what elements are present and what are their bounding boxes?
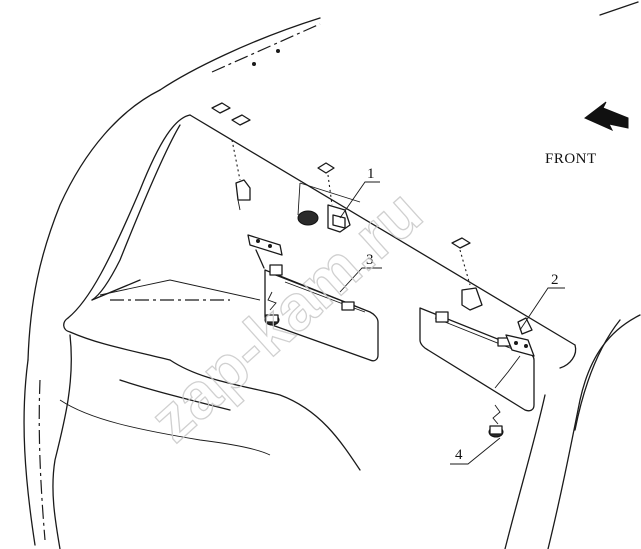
right-pillar bbox=[504, 314, 641, 549]
left-hinge-bracket bbox=[247, 234, 283, 269]
windshield-frame bbox=[63, 114, 577, 369]
callout-3: 3 bbox=[366, 252, 374, 268]
callout-leaders bbox=[339, 181, 565, 465]
right-screw bbox=[488, 404, 504, 438]
watermark: zap-kam.ru bbox=[136, 176, 435, 456]
sun-visor-right bbox=[419, 307, 535, 412]
seat-outline bbox=[52, 299, 361, 549]
callout-2: 2 bbox=[551, 272, 559, 288]
cab-roof-outline bbox=[23, 1, 639, 546]
front-direction-label: FRONT bbox=[545, 151, 597, 167]
left-screw bbox=[264, 291, 280, 326]
callout-4: 4 bbox=[455, 447, 463, 463]
left-upper-mount bbox=[211, 102, 251, 211]
right-hinge bbox=[451, 237, 535, 389]
front-arrow-icon bbox=[584, 101, 629, 132]
callout-1: 1 bbox=[367, 166, 375, 182]
